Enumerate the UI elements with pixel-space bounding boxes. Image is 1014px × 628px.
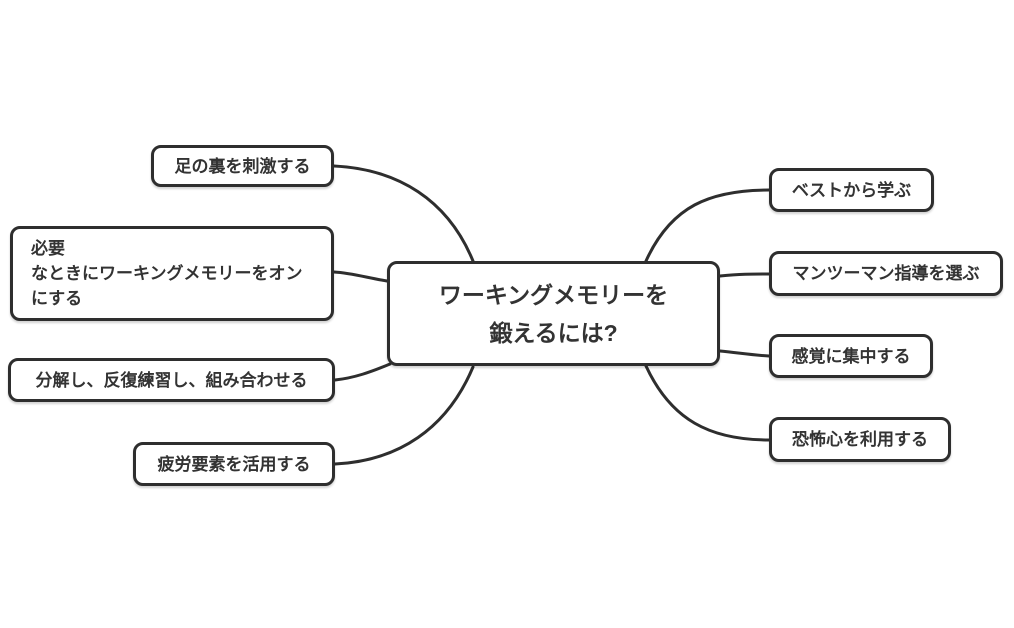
connector-right-4	[644, 364, 771, 442]
node-stimulate-soles[interactable]: 足の裏を刺激する	[151, 145, 334, 187]
connector-right-1	[644, 188, 771, 263]
node-use-fatigue-factor[interactable]: 疲労要素を活用する	[133, 442, 335, 486]
node-use-fear[interactable]: 恐怖心を利用する	[769, 417, 951, 462]
node-decompose-repeat-combine[interactable]: 分解し、反復練習し、組み合わせる	[8, 358, 335, 402]
connector-left-3	[333, 362, 392, 382]
connector-left-4	[333, 365, 475, 466]
node-turn-on-working-memory[interactable]: 必要 なときにワーキングメモリーをオン にする	[10, 226, 334, 321]
node-learn-from-best[interactable]: ベストから学ぶ	[769, 168, 934, 212]
connector-right-3	[718, 349, 771, 358]
node-choose-one-on-one[interactable]: マンツーマン指導を選ぶ	[769, 251, 1003, 296]
connector-left-1	[332, 164, 475, 263]
connector-right-2	[718, 272, 771, 278]
node-focus-on-senses[interactable]: 感覚に集中する	[769, 334, 933, 378]
connector-left-2	[332, 270, 389, 283]
node-central-topic[interactable]: ワーキングメモリーを 鍛えるには?	[387, 261, 720, 366]
